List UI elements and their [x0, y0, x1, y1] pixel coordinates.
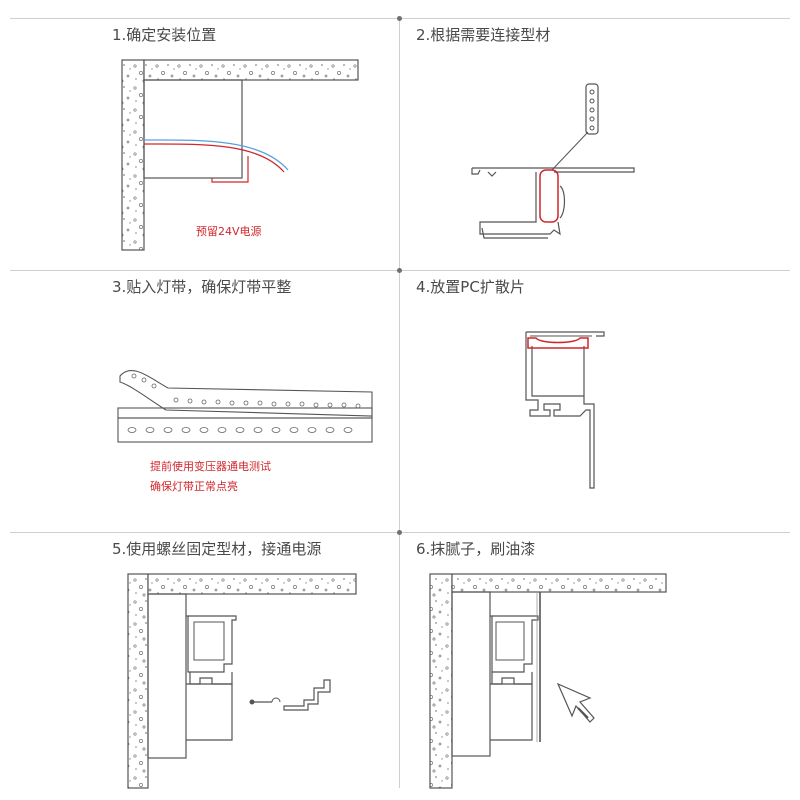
screw-fix-illustration [127, 573, 357, 789]
junction-dot [397, 16, 402, 21]
ceiling-wall-illustration [121, 59, 359, 251]
step-5-title: 5.使用螺丝固定型材，接通电源 [112, 540, 322, 558]
step-3-title: 3.贴入灯带，确保灯带平整 [112, 278, 292, 296]
putty-paint-illustration [429, 573, 667, 789]
step-2-title: 2.根据需要连接型材 [416, 26, 551, 44]
test-power-note: 提前使用变压器通电测试 [150, 460, 271, 473]
step-6-panel: 6.抹腻子，刷油漆 [400, 532, 800, 792]
step-5-panel: 5.使用螺丝固定型材，接通电源 [0, 532, 400, 792]
divider-center [399, 18, 400, 788]
junction-dot [397, 530, 402, 535]
step-2-panel: 2.根据需要连接型材 [400, 18, 800, 278]
step-4-title: 4.放置PC扩散片 [416, 278, 525, 296]
step-1-title: 1.确定安装位置 [112, 26, 217, 44]
profile-connection-illustration [471, 83, 635, 239]
junction-dot [397, 268, 402, 273]
step-3-panel: 3.贴入灯带，确保灯带平整 提前使用变压器通电测试 确保灯带正常点亮 [0, 270, 400, 530]
step-4-panel: 4.放置PC扩散片 [400, 270, 800, 530]
step-6-title: 6.抹腻子，刷油漆 [416, 540, 536, 558]
power-reserve-note: 预留24V电源 [196, 225, 262, 238]
pc-diffuser-illustration [525, 331, 605, 489]
check-lighting-note: 确保灯带正常点亮 [150, 480, 238, 493]
step-1-panel: 1.确定安装位置 预留24V电源 [0, 18, 400, 278]
led-strip-illustration [117, 370, 373, 443]
